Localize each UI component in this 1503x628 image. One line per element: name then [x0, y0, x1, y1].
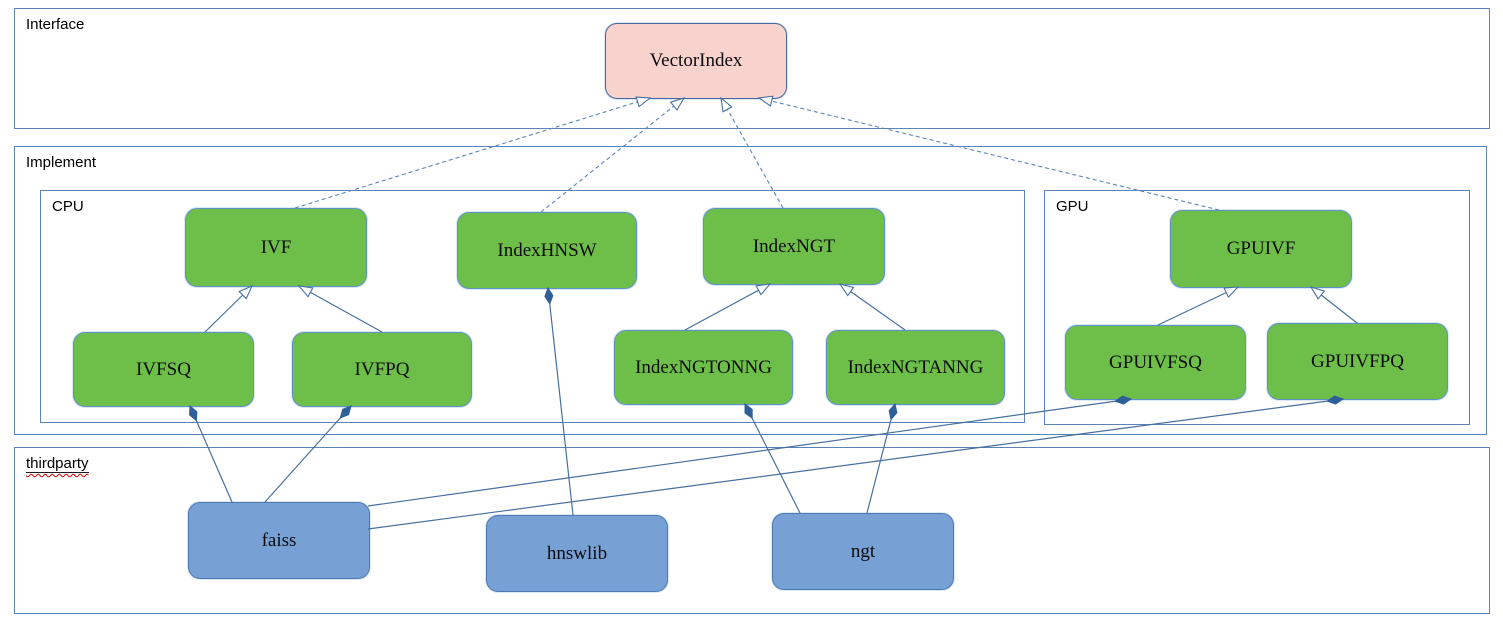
container-gpu-label: GPU: [1056, 198, 1089, 215]
node-gpuivfsq[interactable]: GPUIVFSQ: [1065, 325, 1246, 400]
node-ivfsq[interactable]: IVFSQ: [73, 332, 254, 407]
node-gpuivfpq[interactable]: GPUIVFPQ: [1267, 323, 1448, 400]
node-indexngtanng[interactable]: IndexNGTANNG: [826, 330, 1005, 405]
node-hnswlib[interactable]: hnswlib: [486, 515, 668, 592]
node-ivfpq[interactable]: IVFPQ: [292, 332, 472, 407]
node-gpuivf[interactable]: GPUIVF: [1170, 210, 1352, 288]
node-vectorindex[interactable]: VectorIndex: [605, 23, 787, 99]
container-cpu-label: CPU: [52, 198, 84, 215]
container-interface-label: Interface: [26, 16, 85, 33]
node-ivf[interactable]: IVF: [185, 208, 367, 287]
node-faiss[interactable]: faiss: [188, 502, 370, 579]
node-indexngtonng[interactable]: IndexNGTONNG: [614, 330, 793, 405]
node-indexhnsw[interactable]: IndexHNSW: [457, 212, 637, 289]
container-thirdparty-label: thirdparty: [26, 455, 89, 473]
container-implement-label: Implement: [26, 154, 97, 171]
container-thirdparty-label-text: thirdparty: [26, 455, 89, 473]
node-indexngt[interactable]: IndexNGT: [703, 208, 885, 285]
node-ngt[interactable]: ngt: [772, 513, 954, 590]
